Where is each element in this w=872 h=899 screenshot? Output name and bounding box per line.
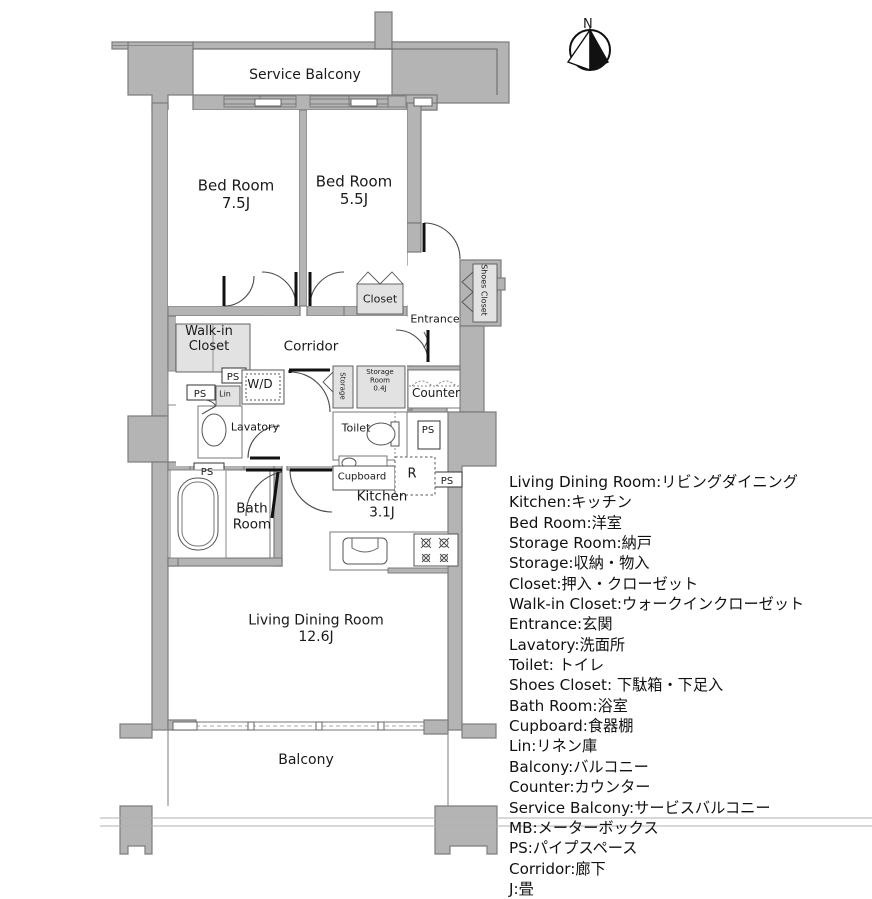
ps-label-ps_left: PS bbox=[194, 389, 206, 400]
room-label-text: Corridor bbox=[284, 339, 339, 355]
room-label-text: Bath bbox=[236, 501, 267, 517]
ps-label-ps_kitchen: PS bbox=[441, 476, 453, 487]
room-label-text: Kitchen bbox=[357, 489, 408, 505]
legend-entry: Cupboard:食器棚 bbox=[509, 717, 634, 736]
room-label-text: 3.1J bbox=[369, 505, 394, 521]
north-label: N bbox=[583, 17, 593, 32]
room-label-text: Room bbox=[370, 376, 390, 384]
legend-entry: Balcony:バルコニー bbox=[509, 757, 649, 776]
room-label-balcony: Balcony bbox=[278, 752, 334, 768]
legend-entry: Bath Room:浴室 bbox=[509, 696, 628, 715]
legend-entry: Toilet: トイレ bbox=[509, 656, 605, 675]
room-label-text: W/D bbox=[247, 377, 272, 391]
legend-entry: Lin:リネン庫 bbox=[509, 737, 598, 756]
room-label-service_balcony: Service Balcony bbox=[249, 67, 361, 83]
room-label-text: Toilet bbox=[341, 422, 371, 435]
door-swings bbox=[201, 222, 461, 519]
ps-label-ps_toilet: PS bbox=[422, 425, 434, 436]
room-label-closet: Closet bbox=[363, 293, 398, 306]
legend-entry: Kitchen:キッチン bbox=[509, 493, 632, 512]
legend-entry: Storage:収納・物入 bbox=[509, 554, 650, 573]
room-label-text: 7.5J bbox=[222, 194, 250, 212]
legend-entry: MB:メーターボックス bbox=[509, 818, 659, 837]
room-label-shoes_closet: Shoes Closet bbox=[479, 264, 488, 316]
legend-entry: Counter:カウンター bbox=[509, 778, 651, 797]
legend-entry: J:畳 bbox=[509, 879, 534, 898]
room-label-text: Bed Room bbox=[316, 172, 393, 190]
room-label-text: Storage bbox=[366, 368, 393, 376]
room-label-text: Service Balcony bbox=[249, 67, 361, 83]
room-label-text: Storage bbox=[339, 372, 347, 399]
room-label-cupboard: Cupboard bbox=[338, 471, 387, 482]
room-label-text: Lin bbox=[219, 390, 231, 399]
room-label-text: Counter bbox=[412, 386, 460, 400]
room-label-text: Lavatory bbox=[231, 421, 280, 434]
fixtures bbox=[169, 331, 461, 574]
legend-entry: Living Dining Room:リビングダイニング bbox=[509, 473, 798, 491]
room-label-text: 0.4J bbox=[373, 385, 386, 393]
room-label-text: Balcony bbox=[278, 752, 334, 768]
legend-entry: Bed Room:洋室 bbox=[509, 513, 622, 532]
room-label-text: 12.6J bbox=[298, 629, 333, 645]
room-label-text: Living Dining Room bbox=[248, 613, 384, 629]
room-label-text: Bed Room bbox=[198, 176, 275, 194]
pipe-space-labels: PS PS PS PS PS bbox=[194, 372, 453, 487]
room-label-refrigerator: R bbox=[407, 466, 416, 481]
room-label-wd: W/D bbox=[247, 377, 272, 391]
room-label-lin: Lin bbox=[219, 390, 231, 399]
ps-label-ps_bath: PS bbox=[201, 467, 213, 478]
ps-label-ps_walkin: PS bbox=[227, 372, 239, 383]
legend-entry: Corridor:廊下 bbox=[509, 859, 606, 878]
legend-panel: Living Dining Room:リビングダイニング Kitchen:キッチン… bbox=[509, 472, 869, 899]
room-label-text: Entrance bbox=[410, 313, 460, 326]
room-label-text: Cupboard bbox=[338, 471, 387, 482]
legend-entry: Lavatory:洗面所 bbox=[509, 635, 626, 654]
room-label-corridor: Corridor bbox=[284, 339, 339, 355]
legend-entry: Walk-in Closet:ウォークインクローゼット bbox=[509, 595, 805, 614]
room-label-toilet: Toilet bbox=[341, 422, 371, 435]
room-label-entrance: Entrance bbox=[410, 313, 460, 326]
room-label-text: Closet bbox=[189, 339, 230, 354]
room-label-text: R bbox=[407, 466, 416, 481]
room-label-text: Shoes Closet bbox=[479, 264, 488, 316]
legend-entry: Storage Room:納戸 bbox=[509, 534, 652, 553]
legend-entry: Entrance:玄関 bbox=[509, 615, 613, 634]
room-label-lavatory: Lavatory bbox=[231, 421, 280, 434]
room-label-text: 5.5J bbox=[340, 190, 368, 208]
legend-entry: Closet:押入・クローゼット bbox=[509, 574, 699, 593]
room-label-counter: Counter bbox=[412, 386, 460, 400]
room-label-text: Closet bbox=[363, 293, 398, 306]
room-label-text: Walk-in bbox=[185, 324, 233, 339]
room-label-text: Room bbox=[233, 517, 271, 533]
room-label-storage: Storage bbox=[339, 372, 347, 399]
legend-entry: Service Balcony:サービスバルコニー bbox=[509, 798, 771, 817]
north-arrow: N bbox=[566, 17, 611, 72]
closet-fills bbox=[175, 263, 498, 409]
legend-entry: Shoes Closet: 下駄箱・下足入 bbox=[509, 676, 724, 695]
balcony-area bbox=[100, 721, 872, 827]
legend-entry: PS:パイプスペース bbox=[509, 839, 638, 858]
